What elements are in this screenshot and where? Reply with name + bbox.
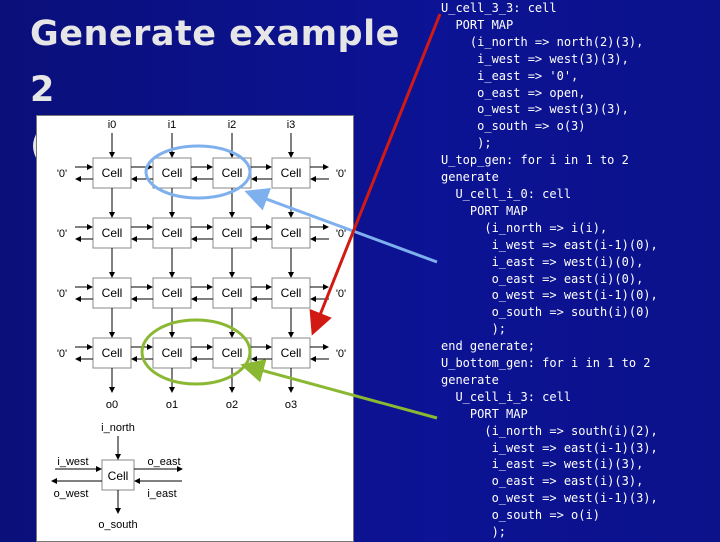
code-line: o_south => o(i): [441, 508, 600, 523]
code-line: U_cell_i_3: cell: [441, 389, 572, 404]
legend-o-east-label: o_east: [147, 456, 180, 468]
cell-label: Cell: [162, 226, 183, 240]
code-line: o_south => o(3): [441, 119, 586, 134]
cell-box-r0c3: [271, 157, 311, 189]
code-line: PORT MAP: [441, 406, 528, 421]
output-label-o2: o2: [226, 399, 238, 411]
code-line: i_east => west(i)(0),: [441, 254, 644, 269]
zero-left-label: '0': [57, 168, 67, 180]
cell-label: Cell: [162, 286, 183, 300]
cell-label: Cell: [222, 286, 243, 300]
zero-right-label: '0': [336, 288, 346, 300]
code-line: );: [441, 136, 492, 151]
cell-label: Cell: [162, 166, 183, 180]
code-line: U_bottom_gen: for i in 1 to 2: [441, 356, 651, 371]
cell-label: Cell: [222, 226, 243, 240]
bottom-highlight-arrow: [240, 359, 438, 420]
zero-right-label: '0': [336, 168, 346, 180]
top-row-highlight-ellipse: [144, 144, 252, 200]
zero-left-label: '0': [57, 288, 67, 300]
cell-label: Cell: [222, 166, 243, 180]
code-line: o_east => east(i)(0),: [441, 271, 644, 286]
legend-cell-label: Cell: [108, 469, 129, 483]
legend-o-south-label: o_south: [98, 519, 137, 531]
cell-label: Cell: [281, 166, 302, 180]
code-line: o_west => west(i-1)(3),: [441, 491, 658, 506]
code-line: o_west => west(3)(3),: [441, 102, 629, 117]
zero-right-label: '0': [336, 348, 346, 360]
code-line: i_east => '0',: [441, 68, 579, 83]
code-line: );: [441, 322, 507, 337]
cell-box-r2c2: [212, 277, 252, 309]
legend-i-east-label: i_east: [147, 488, 176, 500]
cell-box-r1c2: [212, 217, 252, 249]
code-line: (i_north => north(2)(3),: [441, 34, 644, 49]
code-line: U_top_gen: for i in 1 to 2: [441, 153, 629, 168]
code-line: i_east => west(i)(3),: [441, 457, 644, 472]
legend-i-west-label: i_west: [57, 456, 88, 468]
cell-box-r3c0: [92, 337, 132, 369]
zero-right-label: '0': [336, 228, 346, 240]
cell-label: Cell: [102, 286, 123, 300]
code-line: o_east => east(i)(3),: [441, 474, 644, 489]
cell-label: Cell: [102, 166, 123, 180]
code-line: o_west => west(i-1)(0),: [441, 288, 658, 303]
cell-box-r1c3: [271, 217, 311, 249]
input-label-i2: i2: [228, 119, 237, 131]
input-label-i3: i3: [287, 119, 296, 131]
cell-label: Cell: [162, 346, 183, 360]
code-line: i_west => east(i-1)(0),: [441, 237, 658, 252]
code-line: U_cell_3_3: cell: [441, 1, 557, 15]
title-line-1: Generate example 2: [30, 14, 400, 110]
highlight-annotations: [140, 13, 442, 420]
legend-o-west-label: o_west: [54, 488, 89, 500]
output-label-o1: o1: [166, 399, 178, 411]
red-pointer-arrow: [309, 13, 442, 336]
cell-box-r2c1: [152, 277, 192, 309]
zero-left-label: '0': [57, 228, 67, 240]
zero-left-label: '0': [57, 348, 67, 360]
bottom-row-highlight-ellipse: [140, 318, 252, 386]
code-line: generate: [441, 372, 499, 387]
code-line: (i_north => south(i)(2),: [441, 423, 658, 438]
cell-label: Cell: [281, 346, 302, 360]
cell-box-r2c3: [271, 277, 311, 309]
input-label-i0: i0: [108, 119, 117, 131]
cell-label: Cell: [281, 286, 302, 300]
cell-box-r0c1: [152, 157, 192, 189]
cell-label: Cell: [281, 226, 302, 240]
top-highlight-arrow: [244, 187, 438, 264]
code-line: PORT MAP: [441, 17, 514, 32]
code-line: o_south => south(i)(0): [441, 305, 651, 320]
code-line: U_cell_i_0: cell: [441, 186, 572, 201]
cell-label: Cell: [222, 346, 243, 360]
input-label-i1: i1: [168, 119, 177, 131]
cell-label: Cell: [102, 346, 123, 360]
cell-box-r2c0: [92, 277, 132, 309]
code-line: end generate;: [441, 339, 535, 354]
cell-label: Cell: [102, 226, 123, 240]
legend-cell-box: [101, 459, 135, 491]
code-line: (i_north => i(i),: [441, 220, 608, 235]
output-label-o3: o3: [285, 399, 297, 411]
cell-box-r3c1: [152, 337, 192, 369]
code-line: i_west => east(i-1)(3),: [441, 440, 658, 455]
cell-legend: Cell i_north i_west o_east o_west i_east o_sou…: [51, 422, 183, 531]
code-line: generate: [441, 170, 499, 185]
output-label-o0: o0: [106, 399, 118, 411]
legend-i-north-label: i_north: [101, 422, 135, 434]
vhdl-code-block: U_cell_3_3: cell PORT MAP (i_north => no…: [441, 0, 658, 541]
code-line: );: [441, 525, 507, 540]
code-line: o_east => open,: [441, 85, 586, 100]
code-line: i_west => west(3)(3),: [441, 51, 629, 66]
code-line: PORT MAP: [441, 203, 528, 218]
